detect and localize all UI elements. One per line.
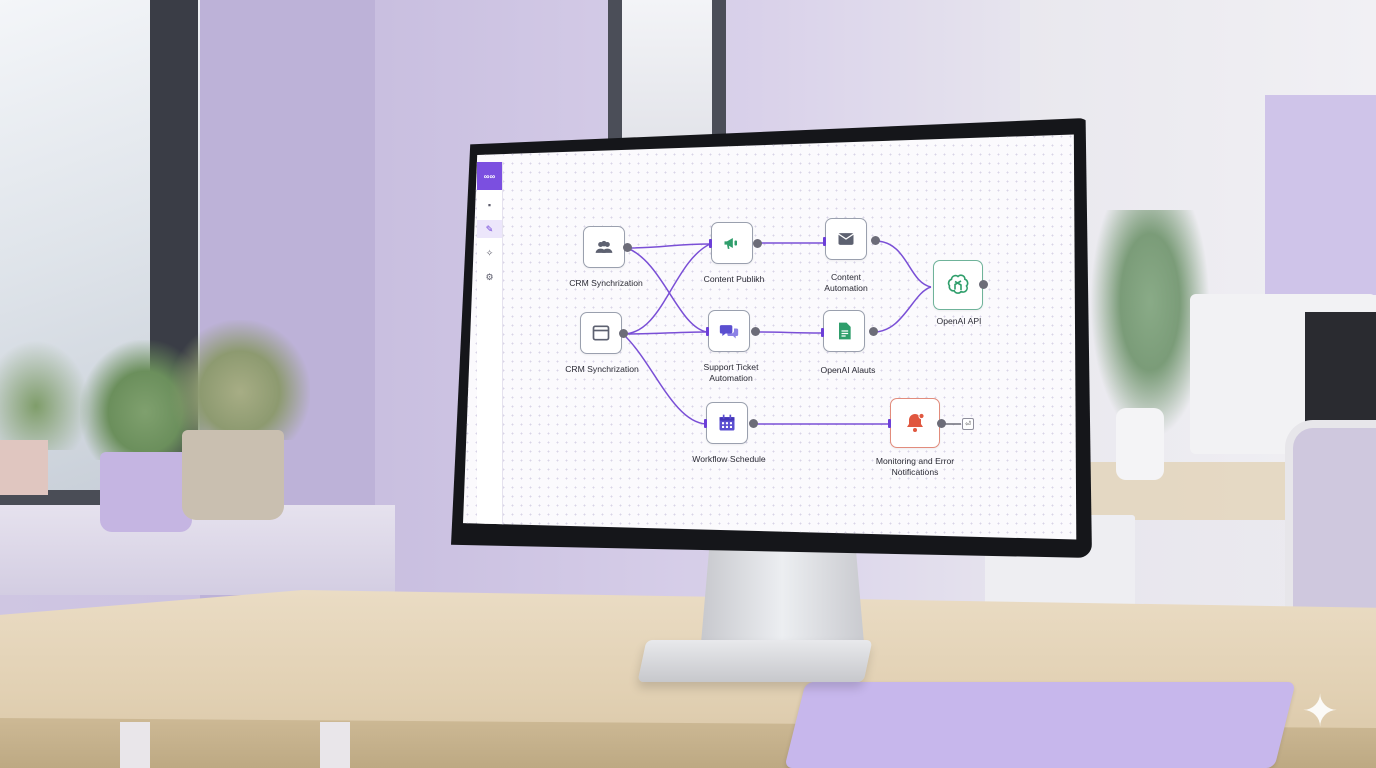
connector xyxy=(622,331,708,335)
end-marker-icon[interactable]: ⏎ xyxy=(962,418,974,430)
output-port[interactable] xyxy=(979,280,988,289)
plant-pot xyxy=(0,440,48,495)
connector xyxy=(622,333,707,425)
magic-wand-icon[interactable]: ✧ xyxy=(485,247,494,258)
output-port[interactable] xyxy=(749,419,758,428)
node-label: Support Ticket Automation xyxy=(703,362,759,383)
node-label: Content Publikh xyxy=(703,274,765,284)
window-right xyxy=(608,0,726,140)
desk-leg xyxy=(120,722,150,768)
input-port[interactable] xyxy=(704,419,707,428)
wall-panel xyxy=(1265,95,1376,295)
connector xyxy=(873,286,932,333)
output-port[interactable] xyxy=(623,243,632,252)
mail-icon xyxy=(838,233,854,245)
chat-bubbles-icon xyxy=(719,325,739,339)
megaphone-icon xyxy=(724,238,737,249)
desk-leg xyxy=(320,722,350,768)
output-port[interactable] xyxy=(937,419,946,428)
node-content-automation[interactable] xyxy=(825,218,867,260)
monitor-stand xyxy=(700,540,865,655)
workflow-connectors xyxy=(622,240,961,425)
calendar-icon xyxy=(719,414,735,431)
connector xyxy=(622,243,711,335)
folder-icon[interactable]: ▪ xyxy=(487,200,492,210)
monitor-stand-base xyxy=(637,640,873,682)
output-port[interactable] xyxy=(869,327,878,336)
node-label: Content Automation xyxy=(824,272,868,293)
input-port[interactable] xyxy=(823,237,826,246)
node-monitoring[interactable] xyxy=(890,398,940,448)
sparkle-icon: ✦ xyxy=(1301,687,1339,736)
input-port[interactable] xyxy=(709,239,712,248)
plant-pot xyxy=(100,452,192,532)
gear-icon[interactable]: ⚙ xyxy=(485,271,494,282)
plant-leaves xyxy=(170,320,310,440)
node-support-ticket[interactable] xyxy=(708,310,750,352)
plant-pot xyxy=(182,430,284,520)
workflow-canvas[interactable] xyxy=(463,134,1077,540)
connector xyxy=(755,331,822,334)
node-label: CRM Synchrization xyxy=(569,278,643,288)
node-workflow-schedule[interactable] xyxy=(706,402,748,444)
app-logo[interactable]: ∞∞ xyxy=(477,162,502,190)
users-icon xyxy=(595,240,613,253)
bell-alert-icon xyxy=(907,412,925,432)
node-label: Monitoring and Error Notifications xyxy=(875,456,955,477)
node-label: Workflow Schedule xyxy=(692,454,766,464)
node-crm-sync-1[interactable] xyxy=(583,226,625,268)
node-content-publish[interactable] xyxy=(711,222,753,264)
plant-leaves xyxy=(0,340,90,450)
mouse-pad xyxy=(784,682,1296,768)
input-port[interactable] xyxy=(706,327,709,336)
node-openai-api[interactable] xyxy=(933,260,983,310)
output-port[interactable] xyxy=(619,329,628,338)
openai-logo-icon xyxy=(947,274,969,294)
desk-lamp xyxy=(1116,408,1164,480)
output-port[interactable] xyxy=(753,239,762,248)
left-sidebar xyxy=(477,162,503,532)
input-port[interactable] xyxy=(821,328,824,337)
output-port[interactable] xyxy=(871,236,880,245)
document-icon xyxy=(839,322,851,340)
connector xyxy=(626,243,711,249)
output-port[interactable] xyxy=(751,327,760,336)
input-port[interactable] xyxy=(888,419,891,428)
browser-window-icon xyxy=(592,325,610,341)
pen-icon[interactable]: ✎ xyxy=(477,220,502,238)
node-label: OpenAI Alauts xyxy=(820,365,876,375)
node-label: CRM Synchrization xyxy=(565,364,639,374)
window-sill xyxy=(0,505,395,595)
connector xyxy=(875,240,932,288)
node-crm-sync-2[interactable] xyxy=(580,312,622,354)
monitor-screen: ∞∞ ▪ ✎ ✧ ⚙ CRM Synchrization CRM Synchri… xyxy=(463,134,1077,540)
node-label: OpenAI API xyxy=(936,316,982,326)
node-openai-alauts[interactable] xyxy=(823,310,865,352)
background-monitor-screen xyxy=(1305,312,1376,427)
